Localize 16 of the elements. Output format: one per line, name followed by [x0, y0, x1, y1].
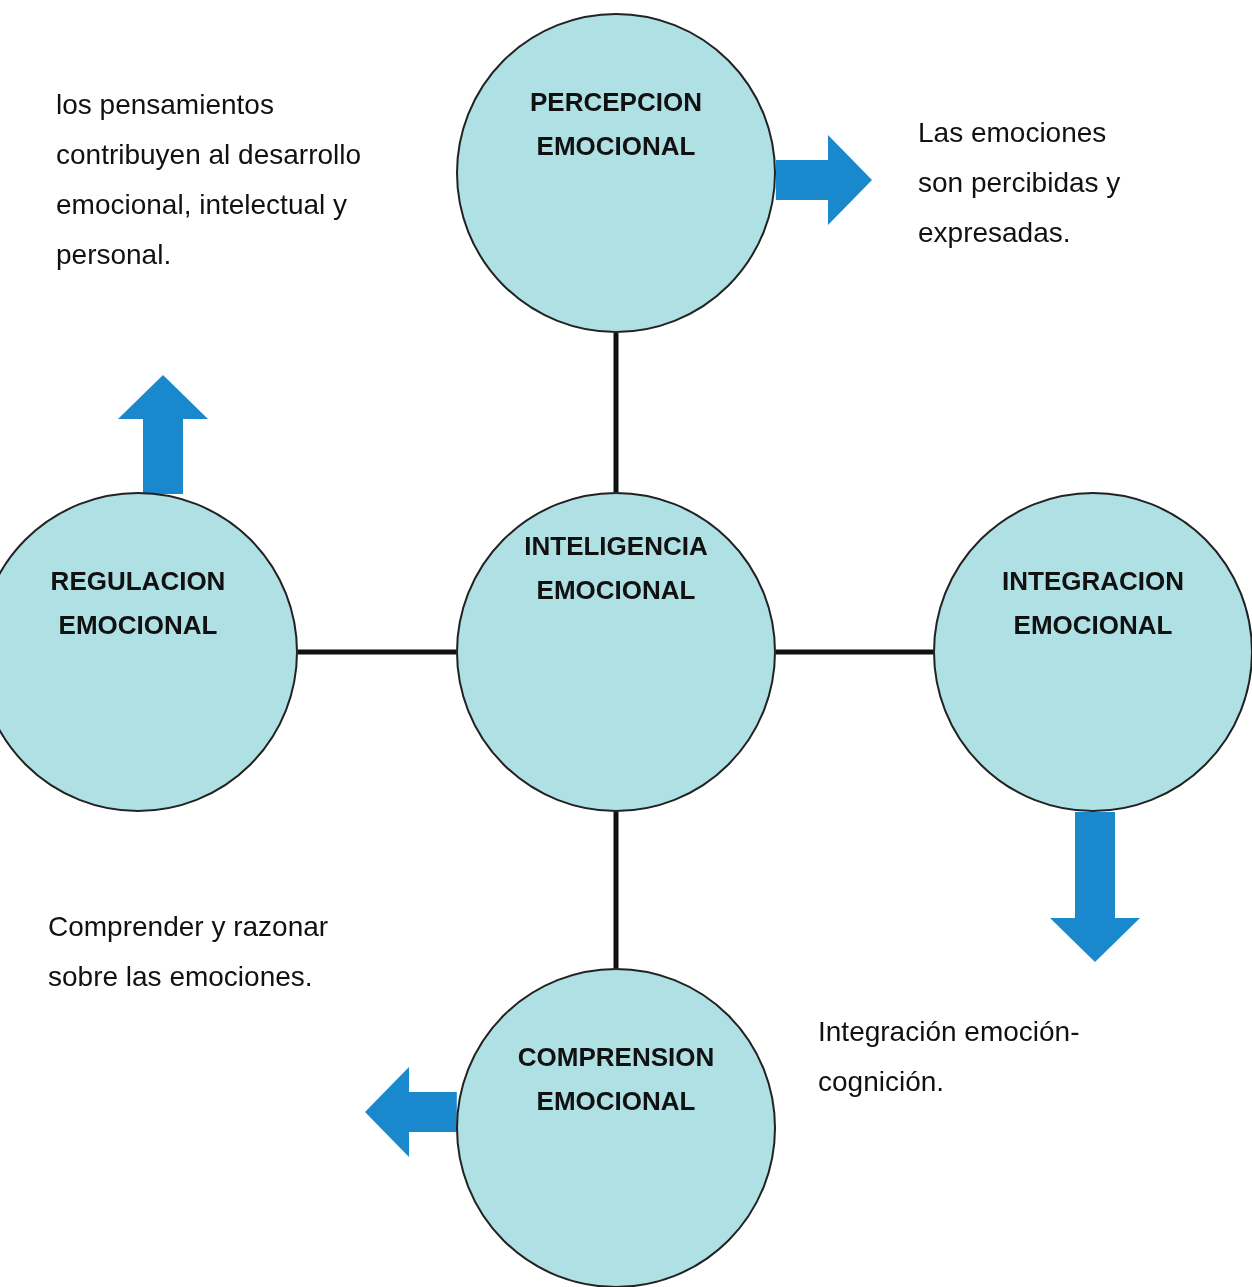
connector-line	[613, 812, 619, 968]
description-text: los pensamientos contribuyen al desarrollo emocional, intelectual y personal.	[56, 88, 363, 272]
node-title: INTELIGENCIA EMOCIONAL	[523, 530, 709, 607]
block-arrow	[365, 1067, 457, 1157]
description-text: Comprender y razonar sobre las emociones.	[48, 910, 330, 994]
node-title: INTEGRACION EMOCIONAL	[1001, 565, 1185, 642]
description-text: Las emociones son percibidas y expresadas.	[918, 116, 1122, 250]
block-arrow	[118, 375, 208, 494]
node-title: COMPRENSION EMOCIONAL	[516, 1041, 716, 1118]
connector-line	[776, 649, 933, 655]
block-arrow	[1050, 812, 1140, 962]
node-title: REGULACION EMOCIONAL	[49, 565, 227, 642]
node-title: PERCEPCION EMOCIONAL	[529, 86, 703, 163]
connector-line	[298, 649, 456, 655]
connector-line	[613, 333, 619, 492]
description-text: Integración emoción-cognición.	[818, 1015, 1081, 1099]
